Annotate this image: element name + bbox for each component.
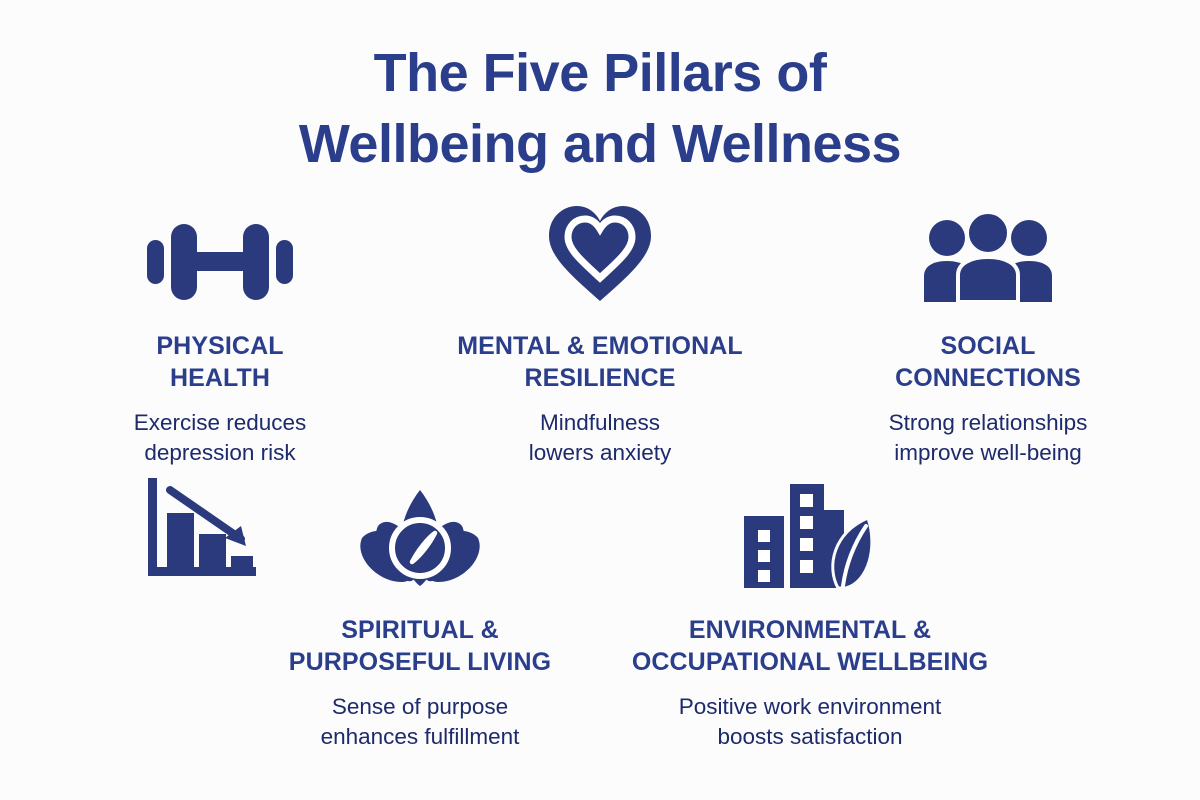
- people-group-icon: [924, 210, 1052, 304]
- pillar-desc-line-1: Mindfulness: [539, 410, 661, 435]
- pillar-title: ENVIRONMENTAL & OCCUPATIONAL WELLBEING: [600, 614, 1020, 678]
- pillar-title-line-2: PURPOSEFUL LIVING: [288, 648, 552, 676]
- pillar-social-connections: SOCIAL CONNECTIONS Strong relationships …: [838, 210, 1138, 467]
- pillar-description: Mindfulness lowers anxiety: [425, 408, 775, 467]
- pillar-mental-emotional-resilience: MENTAL & EMOTIONAL RESILIENCE Mindfulnes…: [425, 203, 775, 467]
- pillar-title: SOCIAL CONNECTIONS: [838, 330, 1138, 394]
- pillar-desc-line-1: Exercise reduces: [133, 410, 307, 435]
- pillar-title: SPIRITUAL & PURPOSEFUL LIVING: [240, 614, 600, 678]
- pillar-description: Positive work environment boosts satisfa…: [600, 692, 1020, 751]
- heart-icon: [549, 206, 651, 301]
- pillar-title-line-2: RESILIENCE: [524, 364, 676, 392]
- pillar-title-line-1: SOCIAL: [940, 332, 1036, 360]
- title-line-1: The Five Pillars of: [373, 43, 827, 103]
- pillar-desc-line-1: Strong relationships: [888, 410, 1088, 435]
- lotus-compass-icon: [360, 490, 480, 586]
- pillar-desc-line-2: enhances fulfillment: [320, 723, 520, 749]
- decorative-chart-icon-container: [142, 476, 262, 580]
- pillar-title-line-1: SPIRITUAL &: [341, 616, 499, 644]
- pillar-icon-container: [425, 203, 775, 303]
- buildings-leaf-icon: [744, 484, 874, 590]
- pillar-desc-line-2: depression risk: [144, 439, 296, 465]
- pillar-physical-health: PHYSICAL HEALTH Exercise reduces depress…: [95, 212, 345, 467]
- pillar-title-line-2: HEALTH: [169, 364, 271, 392]
- pillar-description: Sense of purpose enhances fulfillment: [240, 692, 600, 751]
- pillar-icon-container: [600, 478, 1020, 590]
- pillar-title: MENTAL & EMOTIONAL RESILIENCE: [425, 330, 775, 394]
- pillar-desc-line-2: lowers anxiety: [528, 439, 672, 465]
- pillar-environmental-occupational-wellbeing: ENVIRONMENTAL & OCCUPATIONAL WELLBEING P…: [600, 478, 1020, 751]
- pillar-icon-container: [95, 212, 345, 302]
- pillar-desc-line-2: boosts satisfaction: [717, 723, 903, 749]
- pillar-description: Strong relationships improve well-being: [838, 408, 1138, 467]
- pillar-desc-line-2: improve well-being: [894, 439, 1082, 465]
- title-line-2: Wellbeing and Wellness: [298, 114, 902, 175]
- pillar-title-line-1: PHYSICAL: [156, 332, 284, 360]
- page-title: The Five Pillars of Wellbeing and Wellne…: [0, 38, 1200, 181]
- pillar-icon-container: [240, 478, 600, 590]
- pillar-title-line-2: CONNECTIONS: [895, 364, 1081, 392]
- pillar-title: PHYSICAL HEALTH: [95, 330, 345, 394]
- declining-bar-chart-icon: [148, 478, 256, 576]
- pillar-desc-line-1: Positive work environment: [678, 694, 942, 719]
- pillar-icon-container: [838, 210, 1138, 304]
- dumbbell-icon: [147, 224, 293, 300]
- pillar-description: Exercise reduces depression risk: [95, 408, 345, 467]
- pillar-desc-line-1: Sense of purpose: [331, 694, 509, 719]
- pillar-spiritual-purposeful-living: SPIRITUAL & PURPOSEFUL LIVING Sense of p…: [240, 478, 600, 751]
- pillar-title-line-1: MENTAL & EMOTIONAL: [457, 332, 743, 360]
- pillar-title-line-2: OCCUPATIONAL WELLBEING: [631, 648, 989, 676]
- pillar-title-line-1: ENVIRONMENTAL &: [688, 616, 932, 644]
